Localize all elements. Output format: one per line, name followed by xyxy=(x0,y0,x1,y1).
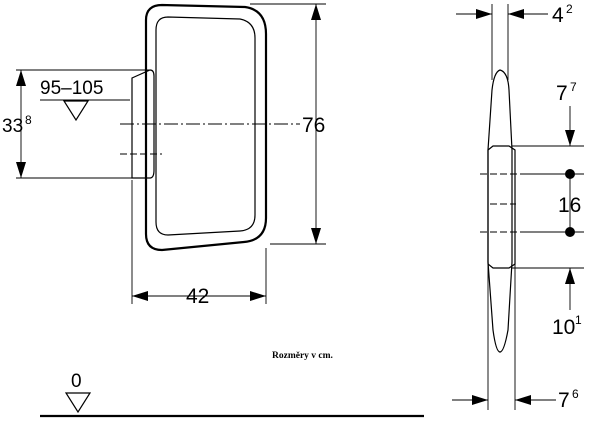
floor-level: 0 xyxy=(40,371,424,418)
fixing-point-lower xyxy=(565,227,575,237)
floor-level-label: 0 xyxy=(71,371,82,392)
upper-offset-sup: 7 xyxy=(570,80,577,94)
wall-mount-block xyxy=(131,69,155,179)
side-view: 4 2 7 7 16 10 1 7 6 xyxy=(452,2,584,412)
arrow-up xyxy=(311,4,321,20)
units-note: Rozměry v cm. xyxy=(272,351,333,361)
width-label: 42 xyxy=(186,285,209,308)
arrow-left xyxy=(515,395,531,405)
arrow-up xyxy=(16,70,26,86)
level-triangle-icon xyxy=(62,100,90,122)
center-height-sup: 8 xyxy=(25,113,32,127)
top-thickness-sup: 2 xyxy=(566,2,573,16)
total-height-label: 76 xyxy=(302,114,325,137)
lower-offset-label: 10 xyxy=(552,316,575,339)
level-triangle-icon xyxy=(64,392,92,414)
handle-side-profile xyxy=(487,69,513,353)
arrow-up xyxy=(565,268,575,284)
fixing-spacing-label: 16 xyxy=(558,194,581,217)
base-thickness-sup: 6 xyxy=(572,387,579,401)
arrow-right xyxy=(476,9,492,19)
base-thickness-label: 7 xyxy=(558,389,570,412)
fixing-point-upper xyxy=(565,169,575,179)
handle-outer-frame xyxy=(144,3,268,252)
top-thickness-label: 4 xyxy=(552,4,564,27)
arrow-down xyxy=(565,130,575,146)
center-height-label: 33 xyxy=(2,116,23,137)
arrow-down xyxy=(16,162,26,178)
upper-offset-label: 7 xyxy=(556,82,568,105)
height-range-label: 95–105 xyxy=(40,78,103,99)
arrow-right xyxy=(250,291,266,301)
arrow-down xyxy=(311,228,321,244)
arrow-left xyxy=(132,291,148,301)
mount-plate-side xyxy=(487,145,516,269)
arrow-right xyxy=(472,395,488,405)
front-view: 33 8 95–105 76 42 xyxy=(2,3,326,308)
arrow-left xyxy=(508,9,524,19)
lower-offset-sup: 1 xyxy=(575,313,582,327)
handle-inner-frame xyxy=(155,16,256,236)
